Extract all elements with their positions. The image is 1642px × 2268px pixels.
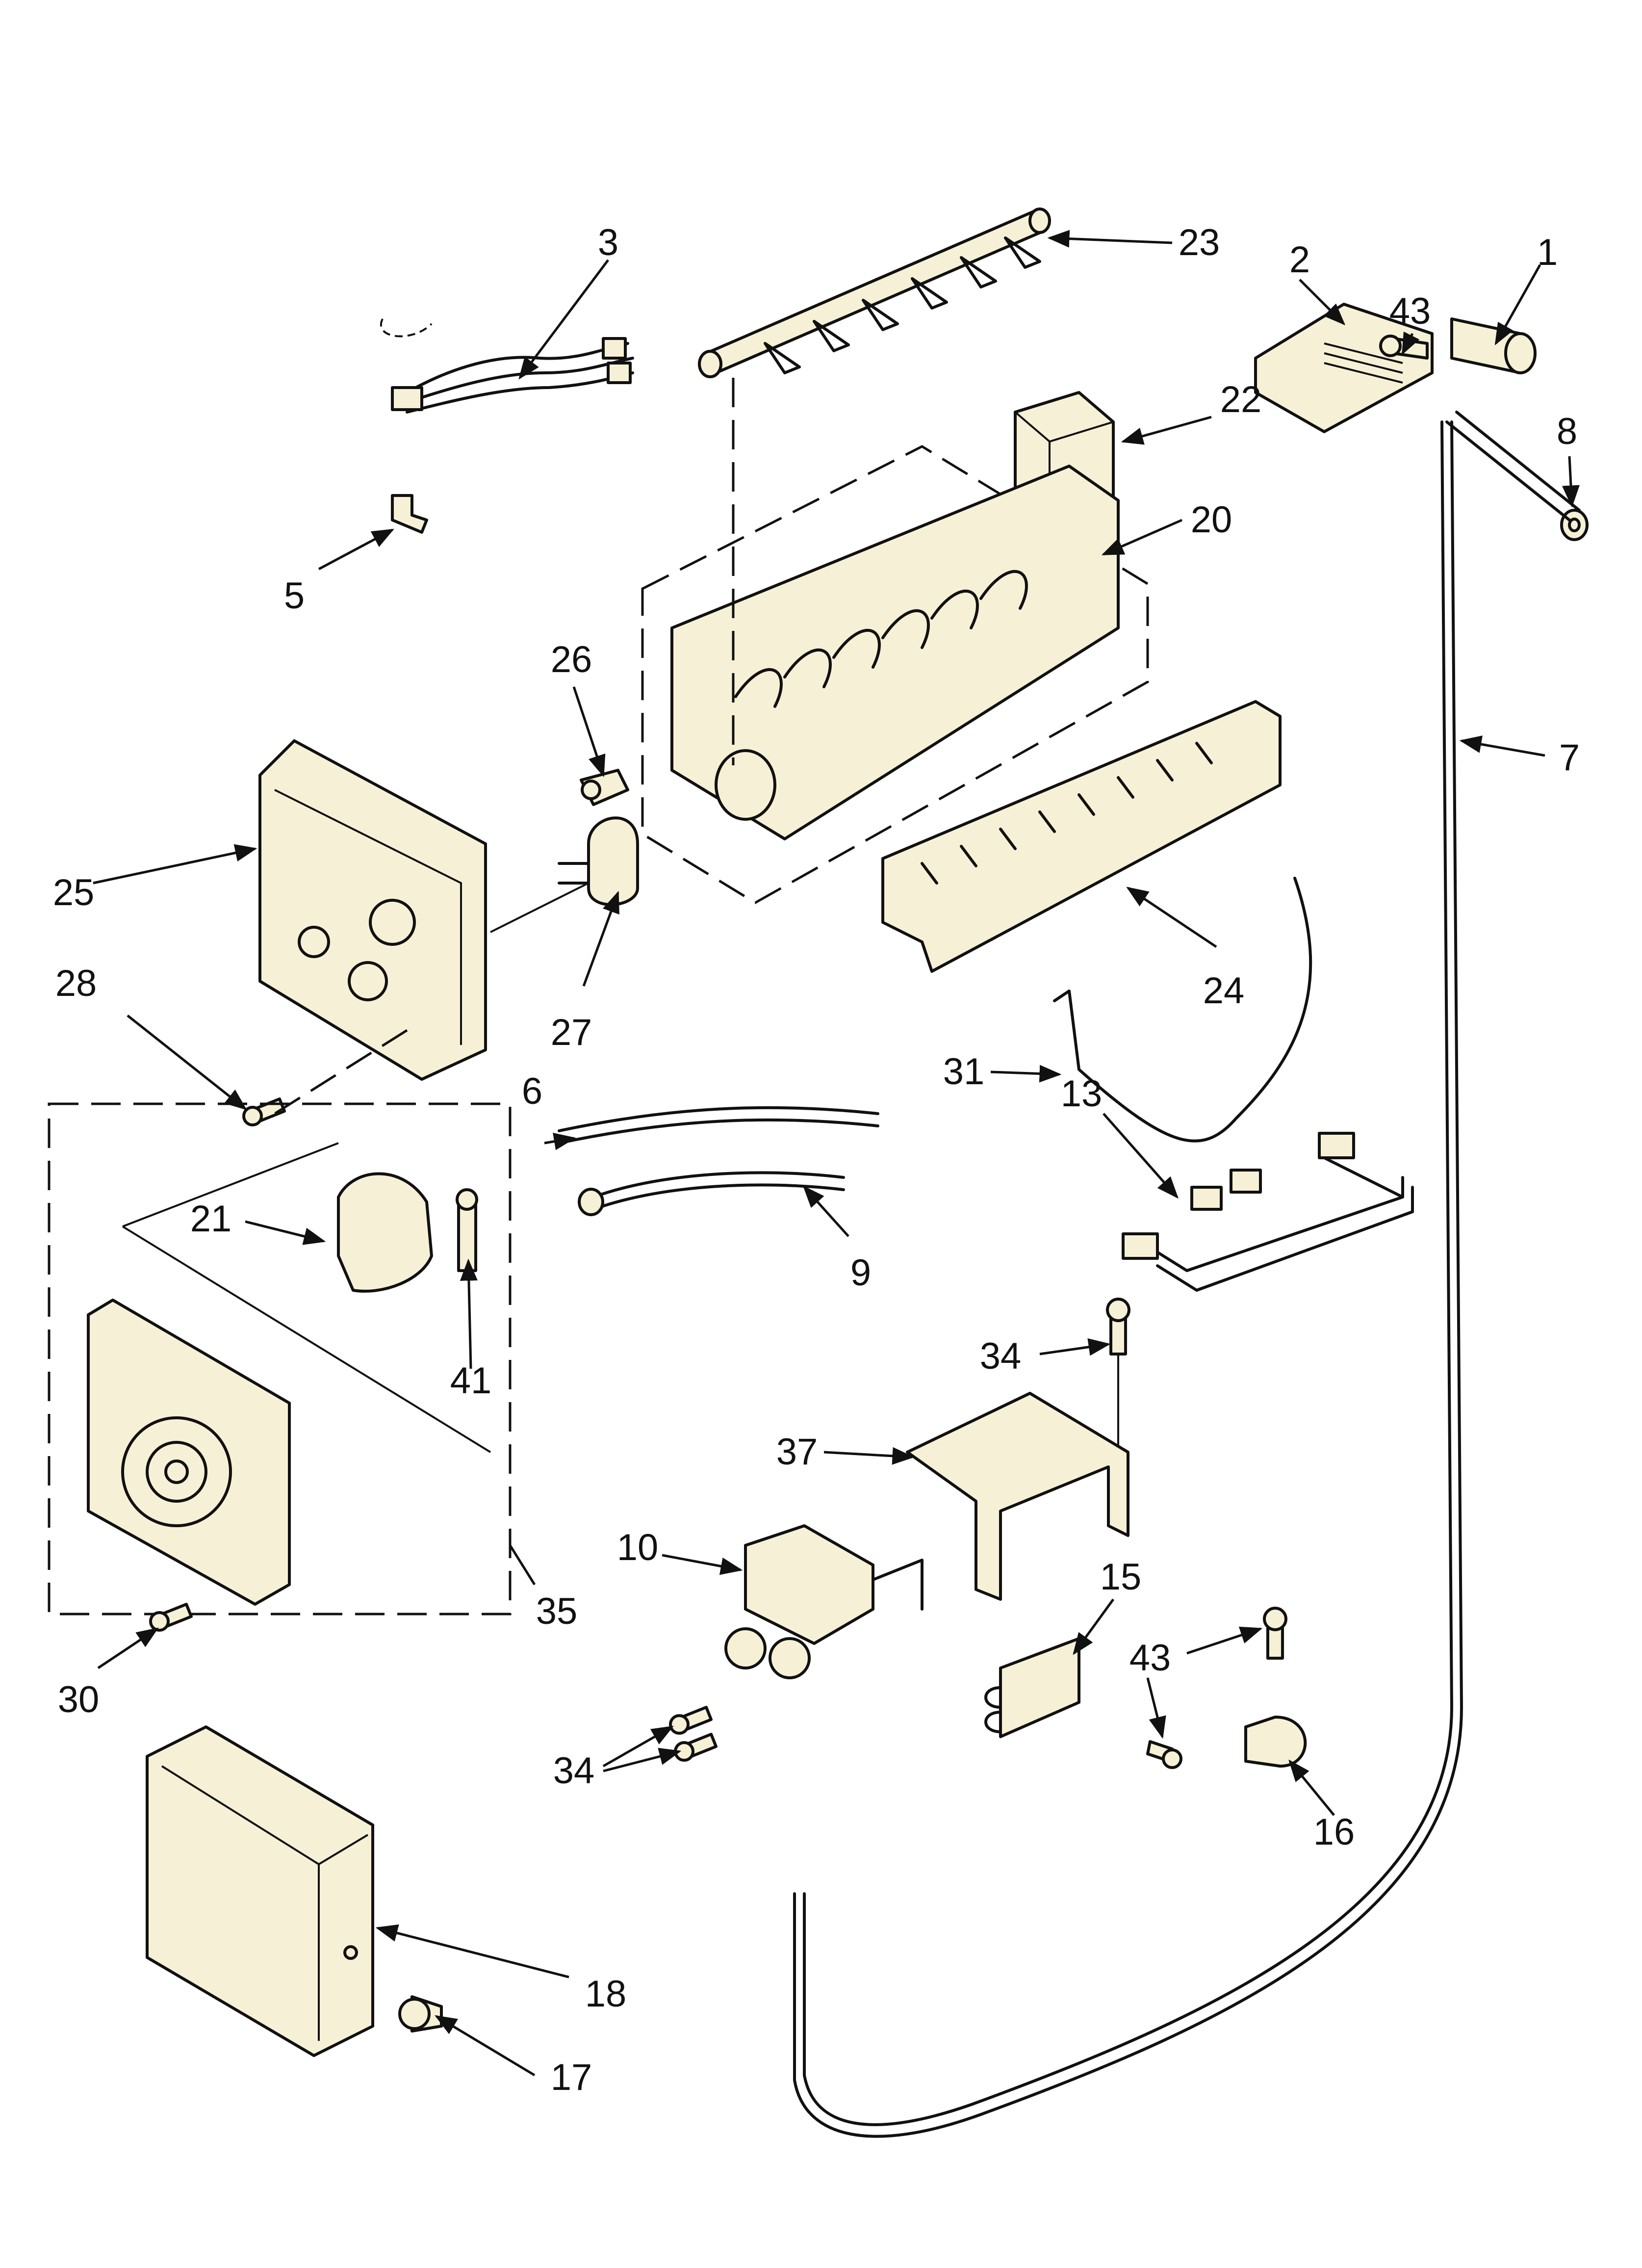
part-tube-9: [578, 1171, 845, 1216]
part-kit-box-35: [48, 1102, 512, 1616]
part-module-assembly: [87, 1299, 291, 1606]
callout-2: 2: [1289, 239, 1310, 281]
callout-34-low: 34: [553, 1750, 595, 1792]
link-27-25: [490, 882, 589, 933]
callout-5: 5: [284, 575, 305, 617]
part-screw-43-lower: [1146, 1740, 1182, 1769]
part-module-housing: [258, 739, 487, 1081]
callout-26: 26: [551, 639, 592, 680]
part-plug: [398, 1995, 443, 2033]
callout-6: 6: [522, 1070, 542, 1112]
callout-23: 23: [1179, 222, 1220, 263]
part-screw-34-top: [1106, 1298, 1130, 1462]
callout-35: 35: [536, 1590, 578, 1632]
callout-41: 41: [450, 1360, 492, 1402]
part-screws-34-lower: [669, 1706, 718, 1762]
part-clamp: [984, 1637, 1080, 1738]
part-screw-43-right: [1263, 1607, 1287, 1660]
part-21-motor: [337, 1172, 433, 1293]
part-fill-inlet: [1450, 317, 1537, 374]
part-front-cover: [146, 1725, 374, 2057]
part-mold: [641, 445, 1149, 904]
callout-22: 22: [1220, 379, 1262, 420]
part-water-valve: [724, 1524, 924, 1679]
part-27-motor: [558, 816, 639, 906]
callout-28: 28: [55, 963, 97, 1004]
callout-3: 3: [598, 222, 618, 263]
callout-31: 31: [943, 1051, 985, 1093]
part-screw-41: [456, 1188, 478, 1272]
leaders: [93, 230, 1580, 2077]
part-tube-6: [558, 1106, 879, 1145]
callout-34-top: 34: [980, 1335, 1022, 1377]
callout-16: 16: [1313, 1811, 1355, 1853]
callout-30: 30: [58, 1679, 100, 1721]
part-26-clip: [580, 769, 629, 806]
callout-8: 8: [1557, 411, 1577, 452]
callout-37: 37: [776, 1431, 818, 1473]
callout-18: 18: [585, 1973, 627, 2015]
callout-17: 17: [551, 2057, 592, 2098]
part-bracket-37: [906, 1392, 1129, 1601]
callout-21: 21: [190, 1198, 232, 1240]
callout-25: 25: [53, 872, 95, 913]
part-ejector-shaft: [698, 208, 1051, 378]
part-wire-harness: [380, 318, 634, 414]
callout-7: 7: [1559, 737, 1580, 779]
part-mold-cover: [881, 700, 1282, 973]
part-clip-16: [1244, 1716, 1307, 1768]
part-washer: [1560, 509, 1589, 541]
callout-1: 1: [1537, 232, 1558, 273]
callout-20: 20: [1191, 499, 1232, 541]
part-clip: [391, 494, 428, 534]
part-screw-30: [149, 1603, 193, 1632]
callout-15: 15: [1100, 1556, 1142, 1598]
part-wiring-harness-13: [1122, 1132, 1414, 1292]
callout-13: 13: [1061, 1073, 1103, 1115]
callout-43-lower: 43: [1129, 1637, 1171, 1679]
callout-10: 10: [617, 1527, 659, 1568]
part-fill-tube: [793, 411, 1581, 2138]
callout-9: 9: [850, 1252, 871, 1294]
dashed-link-28: [274, 1029, 408, 1115]
callout-27: 27: [551, 1012, 592, 1053]
callout-24: 24: [1203, 970, 1245, 1012]
callout-labels: 1 2 3 5 6 7 8 9 10 13 15 16 17 18 20 21 …: [53, 222, 1580, 2098]
part-shutoff-arm: [1053, 877, 1312, 1143]
callout-43-top: 43: [1389, 290, 1431, 332]
